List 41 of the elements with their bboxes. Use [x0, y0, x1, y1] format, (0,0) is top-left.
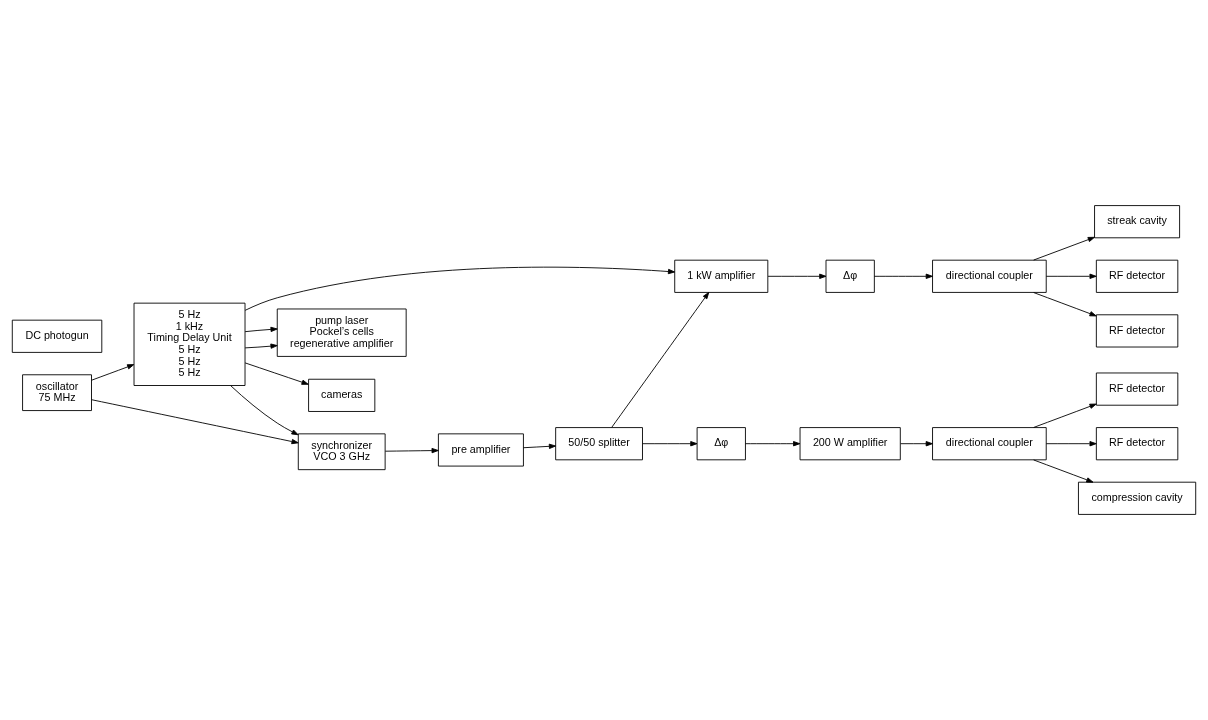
arrow — [1033, 459, 1094, 483]
node-box: cameras — [308, 378, 376, 412]
arrow — [230, 385, 299, 436]
arrow — [745, 441, 801, 447]
node-box: Δφ — [696, 427, 746, 461]
node-box: pump laser Pockel’s cells regenerative amplifier — [276, 308, 407, 357]
node-box: streak cavity — [1094, 205, 1181, 239]
arrow — [1045, 441, 1097, 447]
arrow — [1033, 403, 1097, 428]
node-box: RF detector — [1095, 259, 1179, 293]
arrow — [1033, 292, 1097, 317]
arrow — [244, 326, 278, 333]
node-box: directional coupler — [932, 427, 1047, 461]
node-box: 200 W amplifier — [799, 427, 901, 461]
node-box: RF detector — [1095, 314, 1179, 348]
node-box: RF detector — [1095, 372, 1179, 406]
node-box: compression cavity — [1078, 481, 1197, 515]
arrow — [873, 273, 933, 279]
node-box: 50/50 splitter — [555, 427, 643, 461]
node-box: Δφ — [825, 259, 875, 293]
node-box: synchronizer VCO 3 GHz — [297, 433, 386, 471]
arrow — [1033, 236, 1095, 261]
node-box: 5 Hz 1 kHz Timing Delay Unit 5 Hz 5 Hz 5 Hz — [133, 302, 246, 386]
arrow — [611, 292, 710, 428]
arrow — [384, 447, 439, 454]
arrow — [523, 443, 557, 449]
node-box: RF detector — [1095, 427, 1179, 461]
arrow — [244, 362, 309, 385]
node-box: DC photogun — [11, 319, 103, 353]
arrow — [244, 343, 278, 349]
arrow — [1045, 273, 1097, 279]
arrow — [642, 441, 698, 447]
arrow — [91, 364, 135, 381]
arrow — [244, 266, 676, 311]
arrow — [767, 273, 827, 279]
node-box: oscillator 75 MHz — [22, 374, 92, 412]
node-box: directional coupler — [932, 259, 1047, 293]
node-box: pre amplifier — [437, 433, 524, 467]
node-box: 1 kW amplifier — [674, 259, 769, 293]
arrow — [91, 399, 299, 445]
arrow — [900, 441, 933, 447]
